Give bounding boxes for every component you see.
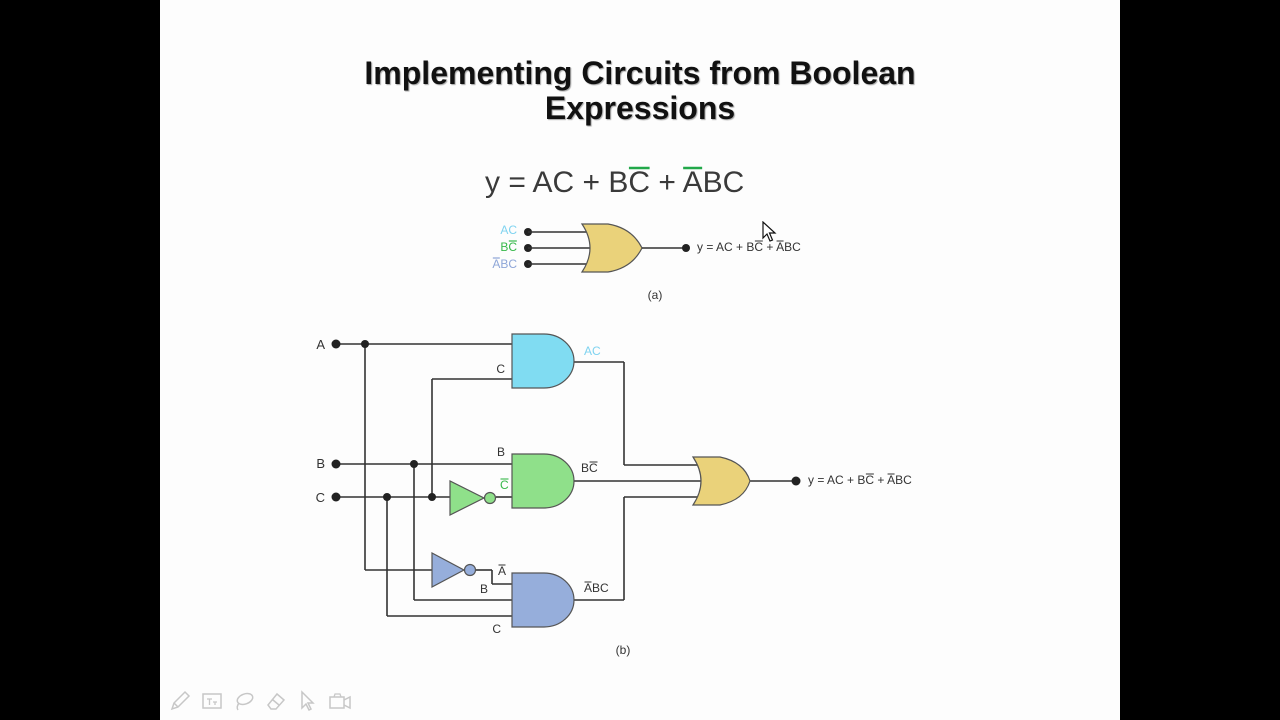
- pen-icon[interactable]: [168, 689, 192, 713]
- not-gate-c-bubble: [483, 491, 497, 505]
- equation-a-bar: A: [683, 166, 703, 199]
- diagram-a-input-abc: ABC: [492, 257, 517, 271]
- and3-input-c-label: C: [492, 622, 501, 636]
- equation-part-1: y = AC + B: [485, 166, 628, 199]
- and1-input-c-label: C: [496, 362, 505, 376]
- mouse-cursor-icon: [762, 221, 777, 242]
- diagram-b-caption: (b): [616, 643, 631, 657]
- not-gate-c: [449, 480, 486, 516]
- diagram-a-input-ac: AC: [500, 223, 517, 237]
- annotation-toolbar: [168, 688, 352, 714]
- diagram-a-input-bc: BC: [500, 240, 517, 254]
- input-c-label: C: [316, 490, 325, 505]
- and3-input-abar-label: A: [498, 564, 506, 578]
- equation-c-bar: C: [628, 166, 650, 199]
- and-gate-abarbc: [511, 572, 575, 628]
- junction-dots: [331, 339, 801, 502]
- or-gate-a: [580, 223, 643, 273]
- circuit-diagrams: y = AC + BC + ABC AC BC ABC y = AC + BC …: [316, 166, 912, 657]
- slide-title-line-2: Expressions: [544, 90, 736, 126]
- and-gate-bcbar: [511, 453, 575, 509]
- equation-part-5: BC: [703, 166, 745, 199]
- slide-title: Implementing Circuits from Boolean Expre…: [160, 56, 1120, 126]
- and1-output-label: AC: [584, 344, 601, 358]
- node-dot: [682, 244, 690, 252]
- overbars: [492, 166, 895, 583]
- input-a-label: A: [316, 337, 325, 352]
- or-gate-b: [691, 456, 751, 506]
- text-box-icon[interactable]: [200, 689, 224, 713]
- and-gate-ac: [511, 333, 575, 389]
- and2-output-label: BC: [581, 461, 598, 475]
- diagram-b-output-expression: y = AC + BC + ABC: [808, 473, 912, 487]
- and2-input-b-label: B: [497, 445, 505, 459]
- not-gate-a: [431, 552, 466, 588]
- camera-icon[interactable]: [328, 689, 352, 713]
- eraser-icon[interactable]: [264, 689, 288, 713]
- and3-output-label: ABC: [584, 581, 609, 595]
- diagram-a-output-expression: y = AC + BC + ABC: [697, 240, 801, 254]
- not-gate-a-bubble: [463, 563, 477, 577]
- and2-input-cbar-label: C: [500, 478, 509, 492]
- slide: Implementing Circuits from Boolean Expre…: [160, 0, 1120, 720]
- diagram-a: AC BC ABC y = AC + BC + ABC (a): [492, 223, 801, 302]
- pointer-icon[interactable]: [296, 689, 320, 713]
- diagram-a-caption: (a): [648, 288, 663, 302]
- input-b-label: B: [316, 456, 325, 471]
- equation-part-3: +: [650, 166, 683, 199]
- slide-title-line-1: Implementing Circuits from Boolean: [364, 55, 916, 91]
- and3-input-b-label: B: [480, 582, 488, 596]
- lasso-icon[interactable]: [232, 689, 256, 713]
- diagram-b: A B C: [316, 333, 912, 657]
- equation: y = AC + BC + ABC: [485, 166, 744, 199]
